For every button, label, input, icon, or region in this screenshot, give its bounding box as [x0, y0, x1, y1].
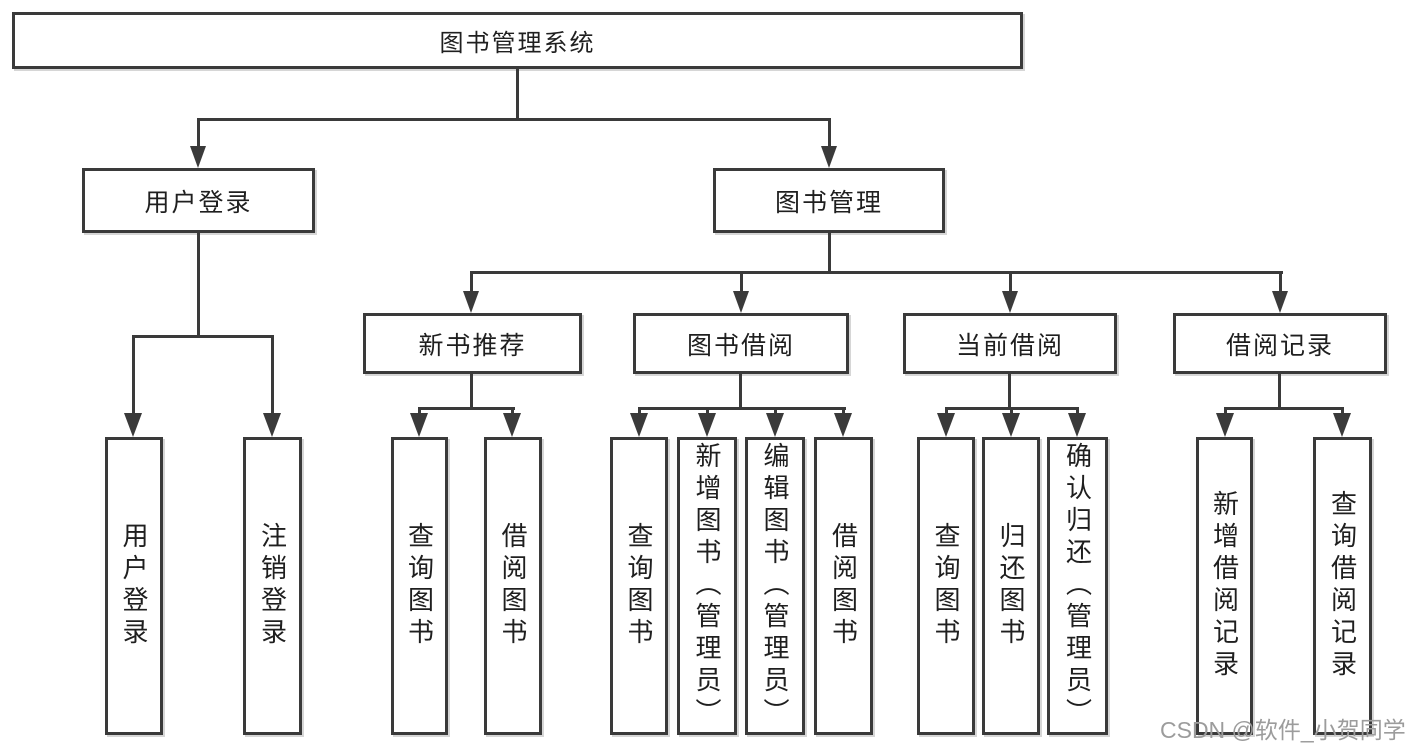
connector-line: [132, 335, 274, 338]
node-label: 借阅图书: [828, 522, 859, 650]
node-new-book-recommend: 新书推荐: [363, 313, 582, 374]
arrow-down-icon: [937, 413, 955, 437]
leaf-logout-login: 注销登录: [243, 437, 302, 735]
connector-line: [470, 373, 473, 407]
connector-line: [197, 233, 200, 335]
connector-line: [1279, 271, 1282, 297]
leaf-user-login: 用户登录: [105, 437, 163, 735]
node-borrowing-records: 借阅记录: [1173, 313, 1387, 374]
arrow-down-icon: [124, 413, 142, 437]
connector-line: [739, 373, 742, 407]
node-label: 用户登录: [119, 522, 149, 650]
node-label: 查询图书: [931, 522, 961, 650]
leaf-query-books-borrowing: 查询图书: [610, 437, 668, 735]
arrow-down-icon: [1272, 291, 1288, 313]
connector-line: [1008, 373, 1011, 407]
leaf-borrow-books-borrowing: 借阅图书: [814, 437, 873, 735]
connector-line: [132, 335, 135, 415]
node-label: 确认归还（管理员）: [1062, 442, 1093, 730]
connector-line: [842, 407, 845, 417]
arrow-down-icon: [1002, 413, 1020, 437]
connector-line: [1010, 407, 1013, 417]
arrow-down-icon: [1216, 413, 1234, 437]
arrow-down-icon: [834, 413, 852, 437]
node-label: 图书借阅: [686, 331, 795, 360]
node-label: 借阅图书: [498, 522, 528, 650]
node-label: 编辑图书（管理员）: [760, 442, 790, 730]
connector-line: [774, 407, 777, 417]
arrow-down-icon: [1002, 291, 1018, 313]
node-label: 当前借阅: [955, 331, 1064, 360]
connector-line: [740, 271, 743, 297]
arrow-down-icon: [1333, 413, 1351, 437]
connector-line: [511, 407, 514, 417]
arrow-down-icon: [698, 413, 716, 437]
connector-line: [516, 68, 519, 119]
connector-line: [197, 118, 831, 121]
node-label: 新增图书（管理员）: [692, 442, 722, 730]
leaf-edit-book-admin: 编辑图书（管理员）: [745, 437, 805, 735]
node-label: 注销登录: [257, 522, 288, 650]
node-label: 新增借阅记录: [1209, 490, 1240, 682]
connector-line: [1278, 373, 1281, 407]
node-label: 借阅记录: [1225, 331, 1334, 360]
leaf-borrow-books-recommend: 借阅图书: [484, 437, 542, 735]
connector-line: [828, 118, 831, 150]
arrow-down-icon: [766, 413, 784, 437]
node-label: 查询借阅记录: [1327, 490, 1358, 682]
arrow-down-icon: [503, 413, 521, 437]
connector-line: [638, 407, 641, 417]
leaf-confirm-return-admin: 确认归还（管理员）: [1047, 437, 1108, 735]
node-book-borrowing: 图书借阅: [633, 313, 849, 374]
node-label: 查询图书: [404, 522, 435, 650]
connector-line: [945, 407, 948, 417]
connector-line: [418, 407, 515, 410]
arrow-down-icon: [410, 413, 428, 437]
node-system-root: 图书管理系统: [12, 12, 1023, 69]
node-user-login: 用户登录: [82, 168, 315, 233]
connector-line: [1224, 407, 1227, 417]
connector-line: [706, 407, 709, 417]
arrow-down-icon: [263, 413, 281, 437]
node-label: 用户登录: [144, 188, 253, 217]
connector-line: [418, 407, 421, 417]
node-label: 图书管理系统: [439, 30, 596, 57]
connector-line: [471, 271, 1283, 274]
connector-line: [638, 407, 846, 410]
arrow-down-icon: [190, 146, 206, 168]
connector-line: [828, 233, 831, 271]
connector-line: [1224, 407, 1344, 410]
leaf-add-book-admin: 新增图书（管理员）: [677, 437, 737, 735]
arrow-down-icon: [733, 291, 749, 313]
arrow-down-icon: [630, 413, 648, 437]
connector-line: [197, 118, 200, 150]
node-book-management: 图书管理: [713, 168, 945, 233]
connector-line: [1076, 407, 1079, 417]
node-label: 图书管理: [774, 188, 883, 217]
arrow-down-icon: [1068, 413, 1086, 437]
leaf-add-borrow-record: 新增借阅记录: [1196, 437, 1253, 735]
connector-line: [1341, 407, 1344, 417]
leaf-query-books-current: 查询图书: [917, 437, 975, 735]
arrow-down-icon: [821, 146, 837, 168]
leaf-query-books-recommend: 查询图书: [391, 437, 448, 735]
csdn-watermark: CSDN @软件_小贺同学: [1160, 717, 1405, 743]
leaf-return-book: 归还图书: [982, 437, 1040, 735]
node-label: 新书推荐: [418, 331, 527, 360]
connector-line: [470, 271, 473, 297]
node-current-borrowing: 当前借阅: [903, 313, 1117, 374]
connector-line: [1009, 271, 1012, 297]
node-label: 查询图书: [624, 522, 654, 650]
arrow-down-icon: [463, 291, 479, 313]
connector-line: [271, 335, 274, 415]
leaf-query-borrow-record: 查询借阅记录: [1313, 437, 1372, 735]
node-label: 归还图书: [996, 522, 1026, 650]
